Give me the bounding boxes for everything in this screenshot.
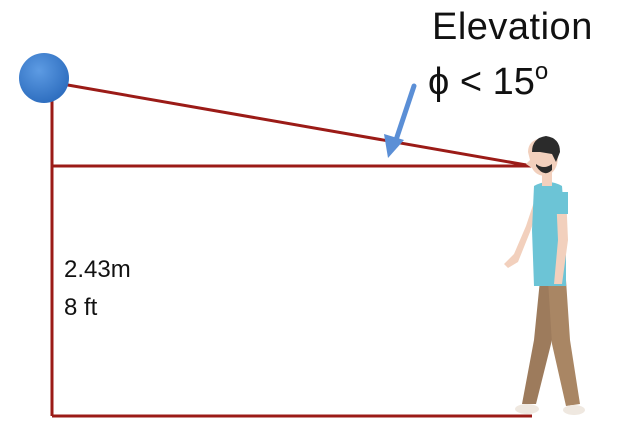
degree-mark: o: [534, 58, 549, 85]
phi-symbol: ϕ: [428, 61, 450, 103]
height-meters-label: 2.43m: [64, 256, 131, 283]
height-feet-label: 8 ft: [64, 294, 98, 321]
angle-constraint: ϕ < 15o: [428, 58, 548, 104]
elevation-label: Elevation: [432, 6, 593, 48]
walking-person-icon: [504, 136, 585, 415]
sphere-icon: [19, 53, 69, 103]
sight-line: [61, 82, 533, 168]
pointer-arrow-icon: [384, 83, 417, 158]
angle-relation: < 15: [459, 61, 535, 103]
